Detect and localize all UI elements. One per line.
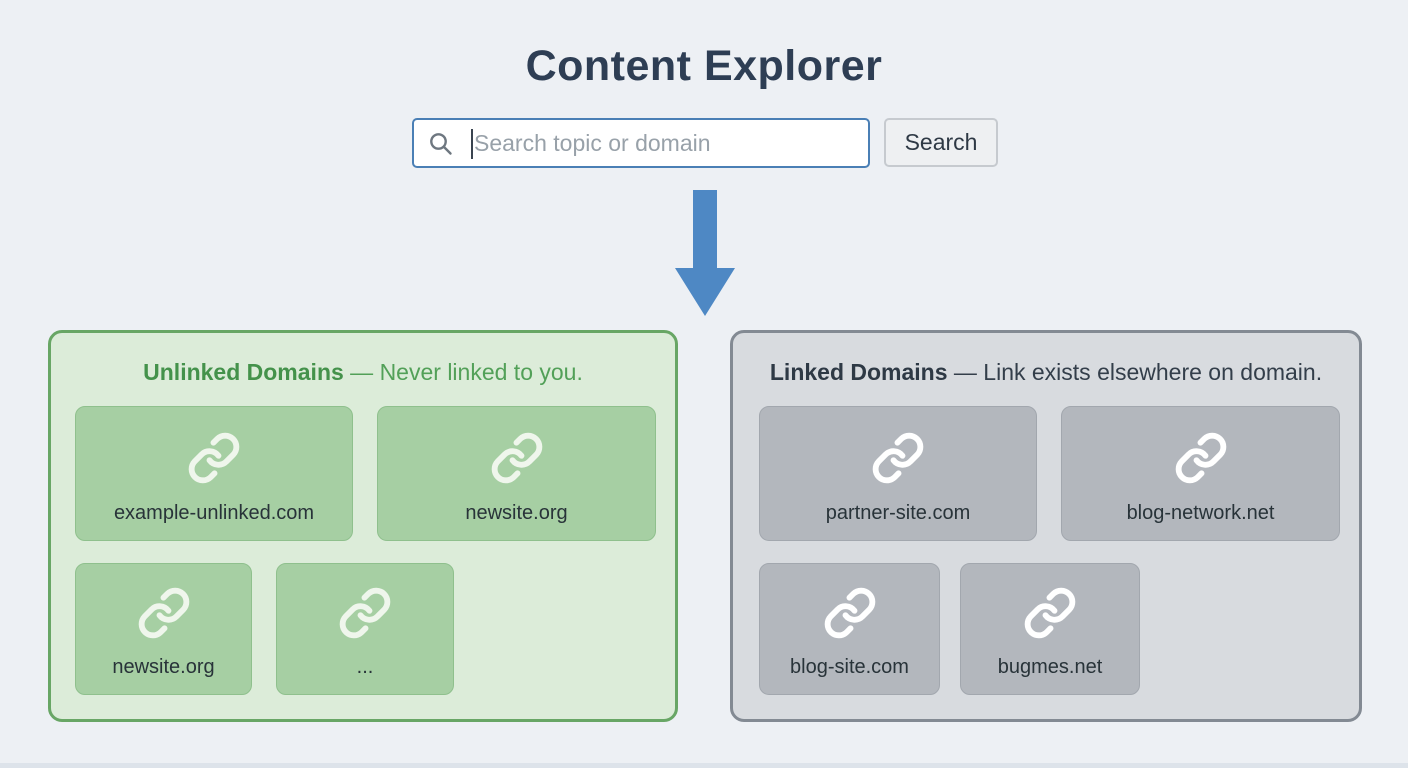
link-icon: [1174, 407, 1228, 502]
domain-label: example-unlinked.com: [113, 502, 315, 524]
panel-linked-title: Linked Domains: [769, 359, 948, 385]
domain-card-more[interactable]: ...: [276, 563, 454, 695]
link-icon: [1023, 564, 1077, 656]
page-title: Content Explorer: [525, 42, 883, 90]
bottom-edge-divider: [0, 763, 1408, 768]
link-icon: [137, 564, 191, 656]
link-icon: [871, 407, 925, 502]
link-icon: [187, 407, 241, 502]
domain-label: bugmes.net: [997, 656, 1103, 678]
domain-card-bugmes[interactable]: bugmes.net: [960, 563, 1140, 695]
panel-linked-domains: Linked Domains — Link exists elsewhere o…: [730, 330, 1362, 722]
panel-unlinked-domains: Unlinked Domains — Never linked to you. …: [48, 330, 678, 722]
domain-label: newsite.org: [465, 502, 568, 524]
search-input[interactable]: [414, 120, 868, 166]
domain-card-partner-site[interactable]: partner-site.com: [759, 406, 1037, 541]
panel-unlinked-header: Unlinked Domains — Never linked to you.: [51, 359, 675, 386]
domain-label: blog-site.com: [790, 656, 909, 678]
domain-label: newsite.org: [112, 656, 215, 678]
domain-card-blog-site[interactable]: blog-site.com: [759, 563, 940, 695]
link-icon: [490, 407, 544, 502]
domain-label: ...: [356, 656, 374, 678]
link-icon: [823, 564, 877, 656]
panel-linked-subtitle: — Link exists elsewhere on domain.: [947, 359, 1323, 385]
down-arrow-shaft: [693, 190, 717, 270]
domain-card-newsite-bottom[interactable]: newsite.org: [75, 563, 252, 695]
down-arrow-icon: [645, 190, 765, 318]
search-box: [412, 118, 870, 168]
panel-unlinked-title: Unlinked Domains: [143, 359, 344, 385]
down-arrow-head: [675, 268, 735, 316]
domain-label: blog-network.net: [1126, 502, 1275, 524]
domain-card-example-unlinked[interactable]: example-unlinked.com: [75, 406, 353, 541]
domain-card-blog-network[interactable]: blog-network.net: [1061, 406, 1340, 541]
domain-card-newsite-top[interactable]: newsite.org: [377, 406, 656, 541]
search-button[interactable]: Search: [884, 118, 998, 167]
domain-label: partner-site.com: [825, 502, 971, 524]
link-icon: [338, 564, 392, 656]
panel-linked-header: Linked Domains — Link exists elsewhere o…: [733, 359, 1359, 386]
panel-unlinked-subtitle: — Never linked to you.: [343, 359, 583, 385]
